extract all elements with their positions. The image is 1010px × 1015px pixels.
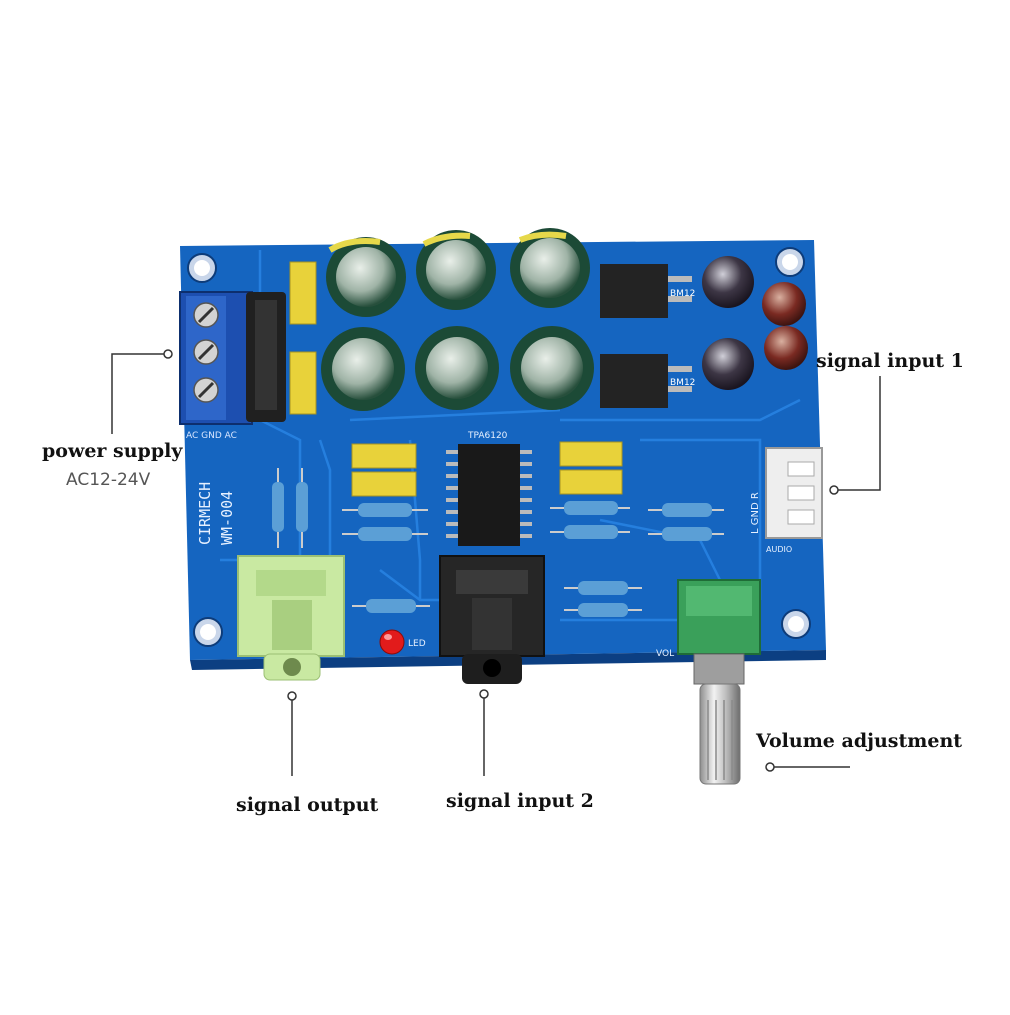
regulator-label: BM12 [670, 289, 695, 299]
label-volume-adjustment: Volume adjustment [756, 730, 963, 752]
regulator-label-2: BM12 [670, 378, 695, 388]
callout-signal-input-1 [836, 376, 881, 491]
amplifier-chip: TPA6120 [446, 431, 532, 546]
callout-dots [163, 349, 839, 772]
brand-label: CIRMECH [196, 482, 214, 545]
film-capacitors-center [351, 441, 623, 497]
callout-power-supply [111, 353, 166, 434]
model-label: WM-004 [218, 491, 236, 545]
mounting-holes [187, 247, 811, 647]
power-led: LED [379, 629, 426, 655]
chip-label: TPA6120 [467, 431, 508, 441]
audio-header: L GND R AUDIO [750, 447, 823, 554]
volume-potentiometer: VOL [656, 579, 761, 785]
led-label: LED [408, 639, 426, 649]
header-pins-label: L GND R [750, 492, 761, 534]
input-jack [439, 555, 545, 684]
label-signal-input-1: signal input 1 [816, 350, 964, 372]
film-capacitor [289, 261, 317, 325]
label-signal-output: signal output [236, 794, 379, 816]
callout-lines [111, 353, 881, 776]
film-capacitor [289, 351, 317, 415]
electrolytic-capacitors [321, 228, 594, 411]
resistors [272, 468, 724, 617]
small-capacitors [702, 256, 808, 390]
vol-label: VOL [656, 649, 674, 659]
voltage-regulators: BM12 BM12 [600, 264, 695, 408]
audio-label: AUDIO [766, 545, 792, 554]
output-jack [237, 555, 345, 681]
power-pins-label: AC GND AC [186, 431, 237, 441]
label-signal-input-2: signal input 2 [446, 790, 594, 812]
label-power-supply: power supply [42, 440, 183, 462]
power-terminal-block [179, 291, 253, 425]
label-power-voltage: AC12-24V [66, 470, 151, 490]
